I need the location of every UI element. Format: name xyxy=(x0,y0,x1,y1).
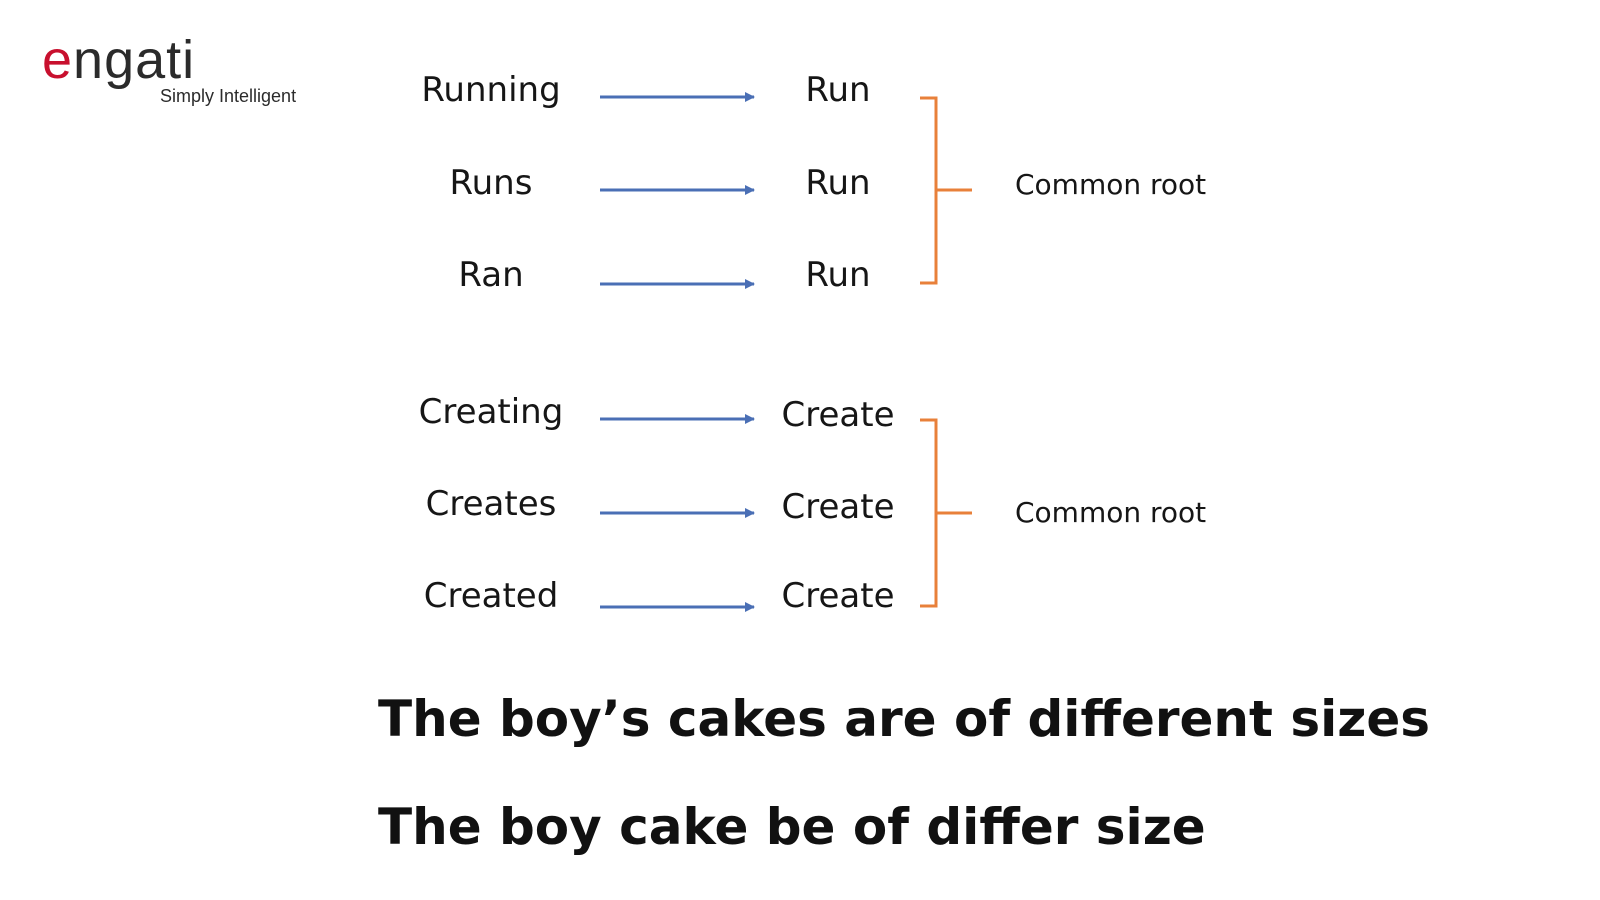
logo-tagline: Simply Intelligent xyxy=(160,86,297,106)
bracket xyxy=(920,96,972,285)
common-root-label: Common root xyxy=(1015,496,1207,529)
source-word: Runs xyxy=(449,163,533,203)
logo-wordmark: engati xyxy=(42,30,195,90)
logo-wordmark-rest: ngati xyxy=(73,30,196,90)
root-word: Run xyxy=(805,70,871,110)
root-word: Run xyxy=(805,255,871,295)
source-word: Creates xyxy=(425,484,557,524)
engati-logo: engati Simply Intelligent xyxy=(42,30,322,120)
root-word: Create xyxy=(781,395,895,435)
bracket xyxy=(920,418,972,608)
root-word: Run xyxy=(805,163,871,203)
original-sentence: The boy’s cakes are of different sizes xyxy=(378,690,1431,748)
root-word: Create xyxy=(781,487,895,527)
root-word: Create xyxy=(781,576,895,616)
source-word: Created xyxy=(423,576,559,616)
stemmed-sentence: The boy cake be of differ size xyxy=(378,798,1206,856)
logo-wordmark-first: e xyxy=(42,30,74,90)
source-word: Ran xyxy=(458,255,524,295)
common-root-label: Common root xyxy=(1015,168,1207,201)
source-word: Running xyxy=(421,70,561,110)
source-word: Creating xyxy=(418,392,564,432)
